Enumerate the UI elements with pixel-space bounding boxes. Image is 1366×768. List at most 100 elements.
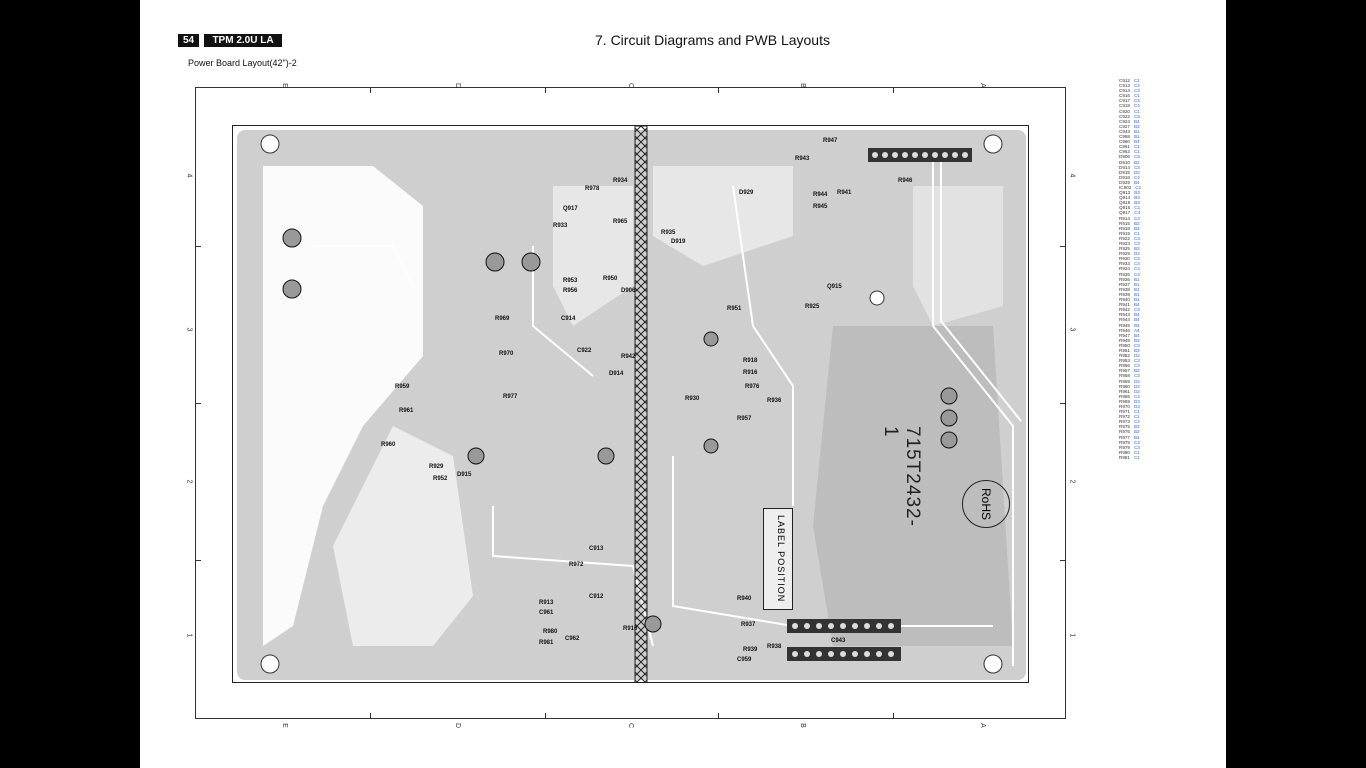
component-ref: C922 [577, 348, 592, 354]
grid-column-label: E [280, 83, 288, 88]
legend-ref: R971 [1119, 409, 1130, 415]
component-ref: R980 [543, 629, 558, 635]
legend-ref: R919 [1119, 230, 1130, 236]
legend-ref: C914 [1119, 88, 1130, 94]
legend-ref: C920 [1119, 108, 1130, 114]
legend-grid: D2 [1133, 169, 1140, 175]
legend-ref: C962 [1119, 149, 1130, 155]
component-ref: R945 [813, 204, 828, 210]
legend-ref: Q915 [1119, 200, 1131, 206]
component-ref: R960 [381, 442, 396, 448]
pcb-artwork [237, 126, 1026, 682]
component-ref: C962 [565, 636, 580, 642]
component-ref: R953 [563, 278, 578, 284]
legend-grid: C3 [1133, 88, 1140, 94]
legend-ref: R935 [1119, 271, 1130, 277]
legend-grid: B3 [1133, 337, 1140, 343]
legend-grid: C4 [1133, 266, 1140, 272]
legend-grid: C1 [1133, 409, 1140, 415]
grid-row-label: 2 [185, 479, 193, 484]
legend-ref: R914 [1119, 215, 1130, 221]
legend-grid: B1 [1133, 286, 1140, 292]
component-ref: R937 [741, 622, 756, 628]
legend-ref: D910 [1119, 159, 1130, 165]
legend-ref: R960 [1119, 383, 1130, 389]
legend-grid: B3 [1134, 190, 1140, 196]
legend-grid: C3 [1133, 164, 1140, 170]
legend-grid: C2 [1133, 419, 1140, 425]
component-ref: R946 [898, 178, 913, 184]
grid-tick [195, 246, 201, 247]
legend-grid: B1 [1133, 281, 1140, 287]
legend-grid: B3 [1133, 368, 1140, 374]
legend-grid: C1 [1133, 108, 1140, 114]
grid-row-label: 2 [1068, 479, 1076, 484]
component-ref: R935 [661, 230, 676, 236]
legend-ref: Q913 [1119, 190, 1131, 196]
legend-ref: R977 [1119, 434, 1130, 440]
component-ref: R951 [727, 306, 742, 312]
legend-ref: R925 [1119, 246, 1130, 252]
legend-grid: C2 [1133, 83, 1140, 89]
grid-tick [370, 87, 371, 93]
grid-column-label: B [798, 723, 806, 728]
component-ref: R961 [399, 408, 414, 414]
grid-tick [893, 87, 894, 93]
legend-grid: C1 [1133, 78, 1140, 83]
legend-grid: B1 [1133, 291, 1140, 297]
board-part-number: 715T2432-1 [880, 426, 923, 527]
legend-ref: R933 [1119, 261, 1130, 267]
component-ref: R977 [503, 394, 518, 400]
legend-grid: B4 [1133, 332, 1140, 338]
legend-grid: C3 [1133, 241, 1140, 246]
label-position-area: LABEL POSITION [763, 508, 793, 610]
legend-grid: B4 [1133, 317, 1140, 323]
legend-ref: R930 [1119, 256, 1130, 262]
legend-grid: C1 [1135, 184, 1142, 190]
legend-grid: C3 [1133, 444, 1140, 450]
legend-grid: B1 [1133, 128, 1140, 134]
legend-grid: C3 [1133, 342, 1140, 348]
legend-ref: R946 [1119, 327, 1130, 333]
legend-ref: R973 [1119, 419, 1130, 425]
component-ref: C959 [737, 657, 752, 663]
legend-grid: B2 [1133, 159, 1140, 165]
legend-ref: R940 [1119, 297, 1130, 303]
component-ref: R940 [737, 596, 752, 602]
component-ref: R913 [539, 600, 554, 606]
legend-grid: B3 [1134, 195, 1140, 201]
legend-grid: B4 [1133, 312, 1140, 318]
legend-ref: R915 [1119, 220, 1130, 226]
legend-grid: B3 [1133, 225, 1140, 231]
component-ref: R916 [623, 626, 638, 632]
legend-ref: R976 [1119, 429, 1130, 435]
grid-column-label: D [454, 82, 462, 89]
rohs-text: RoHS [978, 487, 993, 521]
